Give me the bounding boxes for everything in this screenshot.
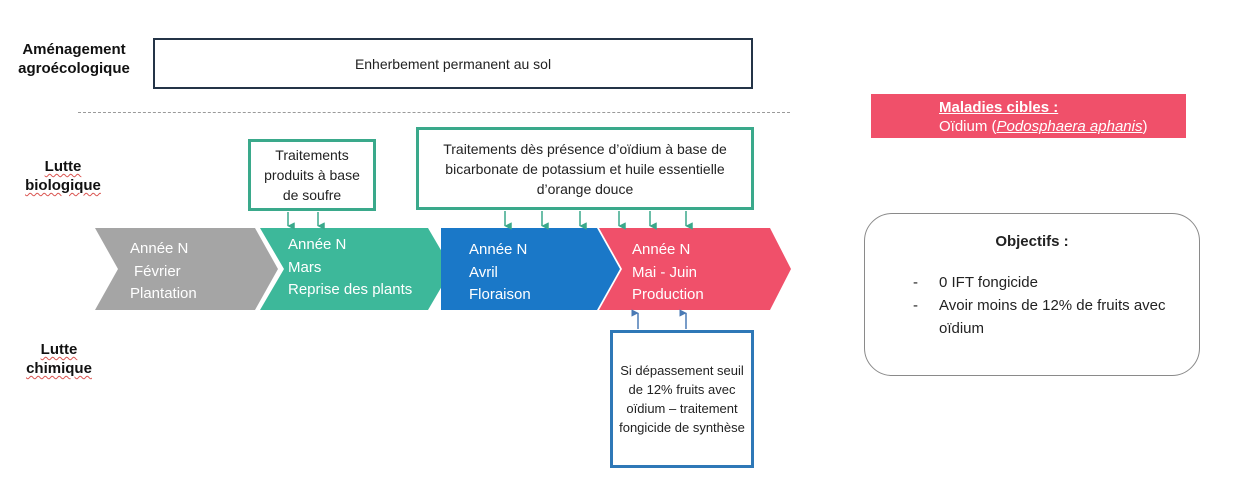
stage-4-year: Année N xyxy=(632,241,691,258)
stage-2-year: Année N xyxy=(288,236,347,253)
stage-1-year: Année N xyxy=(130,240,189,257)
stage-3-text: Année N Avril Floraison xyxy=(469,239,531,307)
maladies-pathogen: Podosphaera aphanis xyxy=(996,118,1143,135)
objectif-item: - Avoir moins de 12% de fruits avec oïdiu… xyxy=(913,294,1173,340)
stage-5-month: Mai-Juin xyxy=(812,263,869,281)
maladies-title: Maladies cibles : xyxy=(939,99,1059,116)
stage-5-year: Année N xyxy=(812,241,871,258)
chevron-stage-2 xyxy=(260,228,452,310)
objectifs-list: - 0 IFT fongicide - Avoir moins de 12% de … xyxy=(913,271,1173,340)
objectif-item: - 0 IFT fongicide xyxy=(913,271,1173,294)
objectif-item-text: Avoir moins de 12% de fruits avec oïdium xyxy=(939,297,1166,337)
maladies-cibles-box: Maladies cibles : Oïdium (Podosphaera ap… xyxy=(871,94,1186,138)
chevron-stage-3 xyxy=(441,228,620,310)
maladies-disease-line: Oïdium (Podosphaera aphanis) xyxy=(939,118,1148,135)
maladies-disease: Oïdium xyxy=(939,118,988,135)
soufre-treatment-box: Traitements produits à base de soufre xyxy=(248,139,376,211)
stage-1-text: Année N Février Plantation xyxy=(130,238,197,306)
stage-1-month: Février xyxy=(134,262,181,280)
stage-4-phase: Production xyxy=(632,286,704,303)
row-label-lutte-chimique: Lutte chimique xyxy=(14,340,104,378)
soufre-treatment-text: Traitements produits à base de soufre xyxy=(264,147,360,203)
chemical-treatment-text: Si dépassement seuil de 12% fruits avec … xyxy=(619,363,745,435)
oidium-treatment-box: Traitements dès présence d’oïdium à base… xyxy=(416,127,754,210)
objectifs-box: Objectifs : - 0 IFT fongicide - Avoir moin… xyxy=(864,213,1200,376)
objectifs-title: Objectifs : xyxy=(995,233,1069,250)
stage-2-phase: Reprise des plants xyxy=(288,281,413,298)
row-label-lutte-biologique: Lutte biologique xyxy=(8,157,118,195)
stage-2-text: Année N Mars Reprise des plants xyxy=(288,234,412,302)
dash-bullet: - xyxy=(913,274,918,291)
objectif-item-text: 0 IFT fongicide xyxy=(939,274,1038,291)
section-divider xyxy=(78,112,790,113)
stage-4-month: Mai - Juin xyxy=(632,263,698,281)
dash-bullet: - xyxy=(913,297,918,314)
stage-3-year: Année N xyxy=(469,241,528,258)
stage-3-phase: Floraison xyxy=(469,286,531,303)
row-label-lutte-chimique-text: Lutte chimique xyxy=(26,341,92,377)
stage-3-month: Avril xyxy=(469,263,498,281)
chevron-stage-1 xyxy=(95,228,278,310)
enherbement-box: Enherbement permanent au sol xyxy=(153,38,753,89)
oidium-treatment-text: Traitements dès présence d’oïdium à base… xyxy=(443,140,727,197)
stage-4-text: Année N Mai - Juin Production xyxy=(632,239,704,307)
row-label-lutte-biologique-text: Lutte biologique xyxy=(25,158,101,194)
chemical-treatment-box: Si dépassement seuil de 12% fruits avec … xyxy=(610,330,754,468)
stage-1-phase: Plantation xyxy=(130,285,197,302)
row-label-amenagement: Aménagement agroécologique xyxy=(18,41,130,77)
enherbement-text: Enherbement permanent au sol xyxy=(354,55,552,72)
stage-2-month: Mars xyxy=(288,258,322,276)
chevron-stage-4 xyxy=(599,228,791,310)
